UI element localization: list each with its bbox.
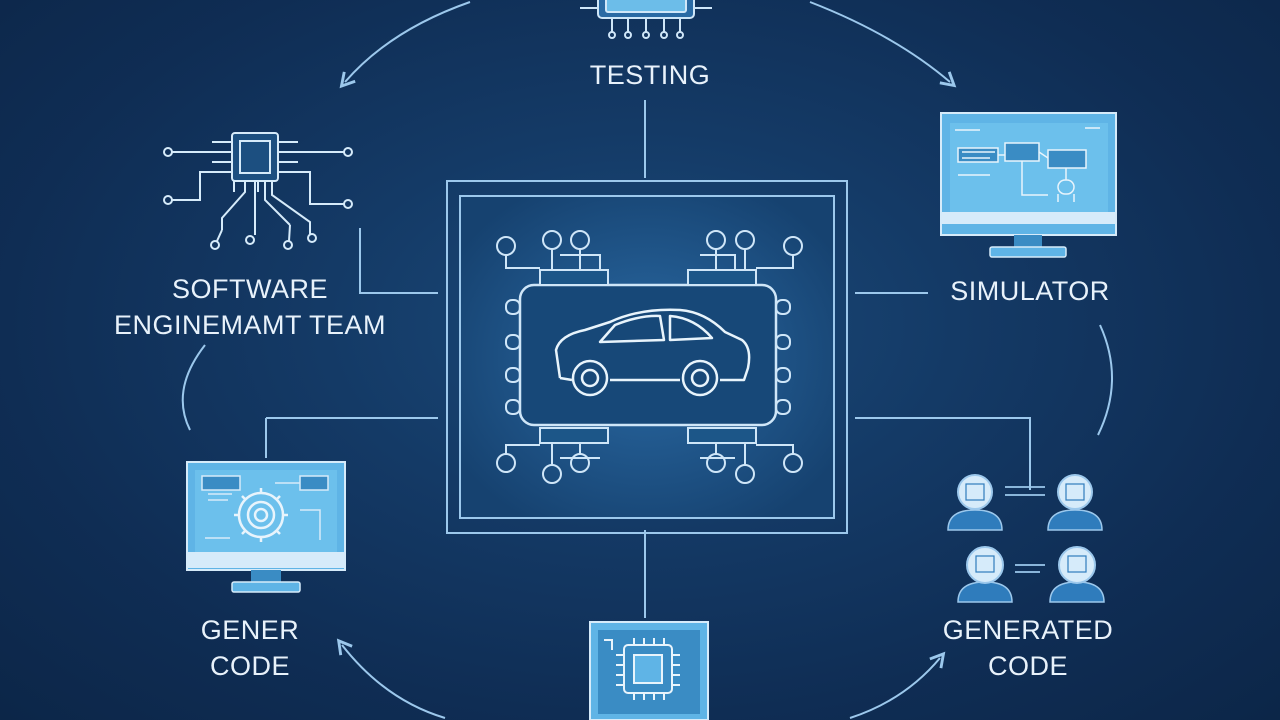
arc-top-left: [339, 1, 471, 89]
arc-right: [1097, 324, 1113, 436]
car-chip-icon: [446, 180, 848, 534]
arc-top-right: [809, 1, 957, 88]
simulator-label-text: SIMULATOR: [950, 276, 1110, 306]
connector-lines: [265, 100, 1031, 618]
gener-code-line1: GENER: [200, 615, 300, 645]
generated-code-line1: GENERATED: [942, 615, 1114, 645]
code-gear-monitor-icon: [186, 461, 346, 593]
arc-bottom-left: [336, 638, 446, 719]
person-icon: [1049, 546, 1105, 603]
person-icon: [1047, 474, 1103, 531]
gener-code-line2: CODE: [209, 651, 290, 681]
generated-code-line2: CODE: [987, 651, 1068, 681]
arc-bottom-right: [849, 651, 946, 719]
simulator-label: SIMULATOR: [930, 273, 1130, 309]
software-team-label: SOFTWARE ENGINEMAMT TEAM: [95, 271, 405, 343]
arc-left: [181, 344, 206, 431]
gear-icon: [234, 488, 288, 542]
person-icon: [947, 474, 1003, 531]
software-team-line1: SOFTWARE: [172, 274, 328, 304]
microchip-circuit-icon: [163, 132, 353, 250]
software-team-line2: ENGINEMAMT TEAM: [113, 310, 387, 340]
person-icon: [957, 546, 1013, 603]
testing-label: TESTING: [560, 57, 740, 93]
processor-chip-icon: [589, 621, 709, 720]
gener-code-label: GENER CODE: [175, 612, 325, 684]
team-people-icon: [947, 474, 1105, 603]
car-icon: [554, 308, 751, 397]
testing-label-text: TESTING: [589, 60, 711, 90]
generated-code-label: GENERATED CODE: [930, 612, 1126, 684]
chip-monitor-icon: [580, 0, 712, 39]
simulator-monitor-icon: [940, 112, 1117, 258]
cycle-arcs: [181, 1, 1113, 719]
